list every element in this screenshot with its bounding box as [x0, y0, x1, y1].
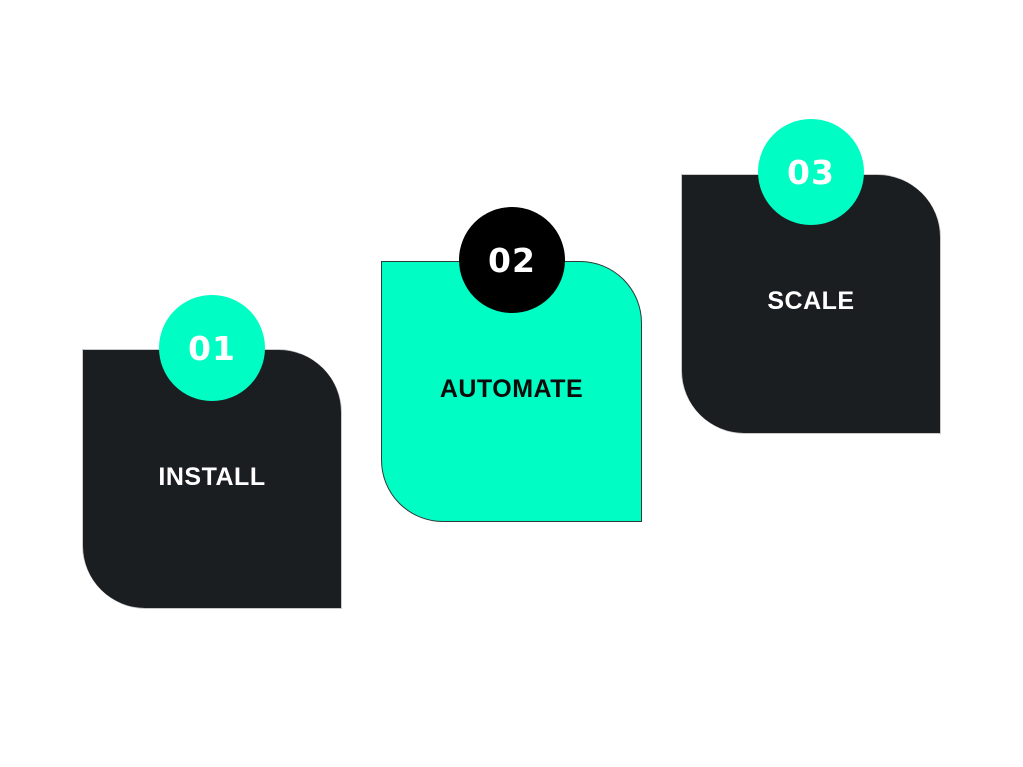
step-label: SCALE [767, 287, 855, 315]
step-number-badge: 03 [758, 119, 864, 225]
step-number-badge: 02 [459, 207, 565, 313]
step-number-badge: 01 [159, 295, 265, 401]
step-label: INSTALL [158, 463, 266, 491]
step-card-automate: AUTOMATE [381, 261, 642, 522]
step-label: AUTOMATE [439, 375, 584, 403]
